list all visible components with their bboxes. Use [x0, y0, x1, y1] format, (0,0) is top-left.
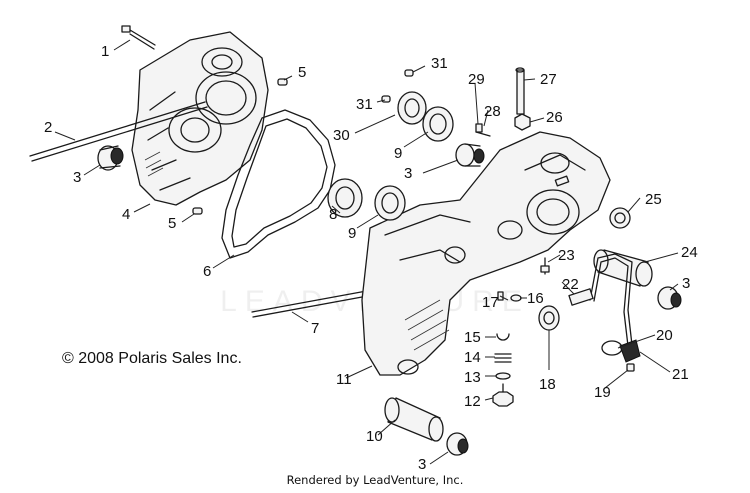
callout-20: 20 — [656, 327, 673, 344]
callout-5: 5 — [298, 64, 306, 81]
callout-17: 17 — [482, 294, 499, 311]
callout-9: 9 — [348, 225, 356, 242]
sleeve — [384, 397, 444, 442]
drain-plug-assembly — [492, 333, 514, 407]
callout-22: 22 — [562, 276, 579, 293]
callout-19: 19 — [594, 384, 611, 401]
callout-1: 1 — [101, 43, 109, 60]
callout-10: 10 — [366, 428, 383, 445]
rod-lower — [251, 289, 374, 318]
callout-14: 14 — [464, 349, 481, 366]
bolt — [540, 257, 550, 275]
callout-13: 13 — [464, 369, 481, 386]
right-crankcase — [361, 131, 611, 376]
bracket — [568, 288, 594, 306]
bushing — [446, 432, 469, 456]
oil-seal — [609, 207, 631, 229]
callout-29: 29 — [468, 71, 485, 88]
bearing — [327, 91, 454, 221]
callout-3: 3 — [404, 165, 412, 182]
callout-31: 31 — [431, 55, 448, 72]
callout-23: 23 — [558, 247, 575, 264]
callout-30: 30 — [333, 127, 350, 144]
callout-11: 11 — [336, 371, 352, 388]
callout-24: 24 — [681, 244, 698, 261]
callout-26: 26 — [546, 109, 563, 126]
callout-6: 6 — [203, 263, 211, 280]
bolt — [121, 25, 156, 50]
bushing — [455, 143, 485, 167]
callout-labels: 1 2 3 3 3 3 4 5 5 6 7 8 9 9 10 11 12 13 … — [44, 43, 698, 473]
left-crankcase-cover — [131, 31, 269, 206]
callout-4: 4 — [122, 206, 130, 223]
callout-8: 8 — [329, 206, 337, 223]
copyright-notice: © 2008 Polaris Sales Inc. — [62, 350, 242, 367]
callout-2: 2 — [44, 119, 52, 136]
callout-15: 15 — [464, 329, 481, 346]
callout-31: 31 — [356, 96, 373, 113]
bushing — [97, 145, 124, 171]
callout-27: 27 — [540, 71, 557, 88]
callout-28: 28 — [484, 103, 501, 120]
rod-left — [29, 101, 208, 162]
small-pin — [475, 123, 491, 137]
oil-seal — [538, 305, 560, 331]
callout-25: 25 — [645, 191, 662, 208]
callout-9: 9 — [394, 145, 402, 162]
callout-3: 3 — [73, 169, 81, 186]
callout-18: 18 — [539, 376, 556, 393]
callout-21: 21 — [672, 366, 689, 383]
leader-lines — [54, 39, 679, 465]
callout-12: 12 — [464, 393, 481, 410]
bushing — [657, 286, 682, 310]
render-credit: Rendered by LeadVenture, Inc. — [286, 473, 464, 487]
dowel-pin — [192, 78, 288, 215]
callout-3: 3 — [418, 456, 426, 473]
gasket — [221, 109, 336, 259]
hex-nut — [514, 113, 531, 131]
callout-7: 7 — [311, 320, 319, 337]
callout-5: 5 — [168, 215, 176, 232]
sleeve — [593, 249, 653, 287]
callout-3: 3 — [682, 275, 690, 292]
callout-16: 16 — [527, 290, 544, 307]
breather-tube — [515, 67, 525, 115]
